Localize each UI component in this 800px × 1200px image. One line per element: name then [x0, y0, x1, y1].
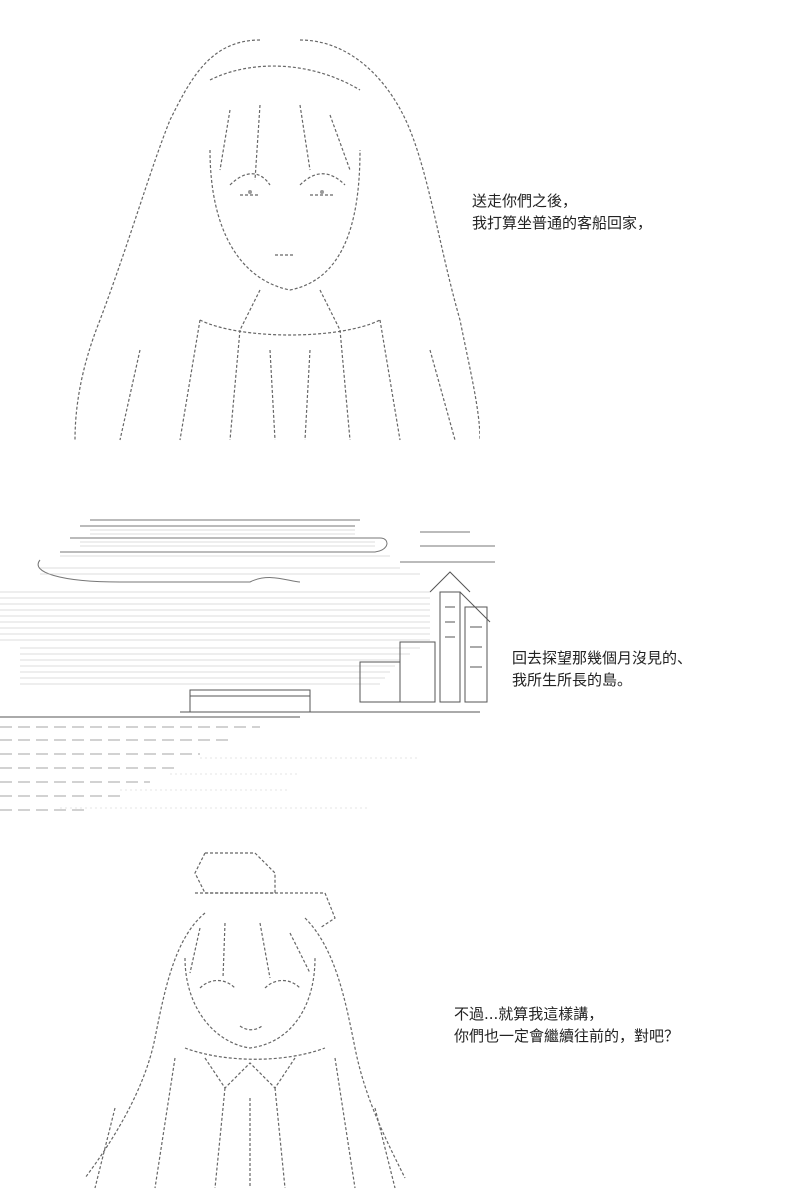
panel-2-line-2: 我所生所長的島。 [512, 671, 633, 689]
panel-1-line-2: 我打算坐普通的客船回家， [472, 214, 653, 232]
panel-3-caption: 不過...就算我這樣講， 你們也一定會繼續往前的，對吧？ [454, 1003, 679, 1047]
panel-1-line-1: 送走你們之後， [472, 192, 578, 210]
panel-3-line-1: 不過...就算我這樣講， [454, 1005, 604, 1023]
girl-smiling-illustration [75, 848, 415, 1193]
panel-1: 送走你們之後， 我打算坐普通的客船回家， [0, 0, 800, 460]
panel-1-caption: 送走你們之後， 我打算坐普通的客船回家， [472, 190, 652, 234]
panel-3-line-2: 你們也一定會繼續往前的，對吧？ [454, 1027, 680, 1045]
panel-2-line-1: 回去探望那幾個月沒見的、 [512, 649, 693, 667]
panel-2-caption: 回去探望那幾個月沒見的、 我所生所長的島。 [512, 647, 692, 691]
girl-face-illustration [60, 20, 480, 450]
island-landscape-illustration [0, 512, 500, 832]
panel-3: 不過...就算我這樣講， 你們也一定會繼續往前的，對吧？ [0, 840, 800, 1200]
panel-2: 回去探望那幾個月沒見的、 我所生所長的島。 [0, 460, 800, 840]
